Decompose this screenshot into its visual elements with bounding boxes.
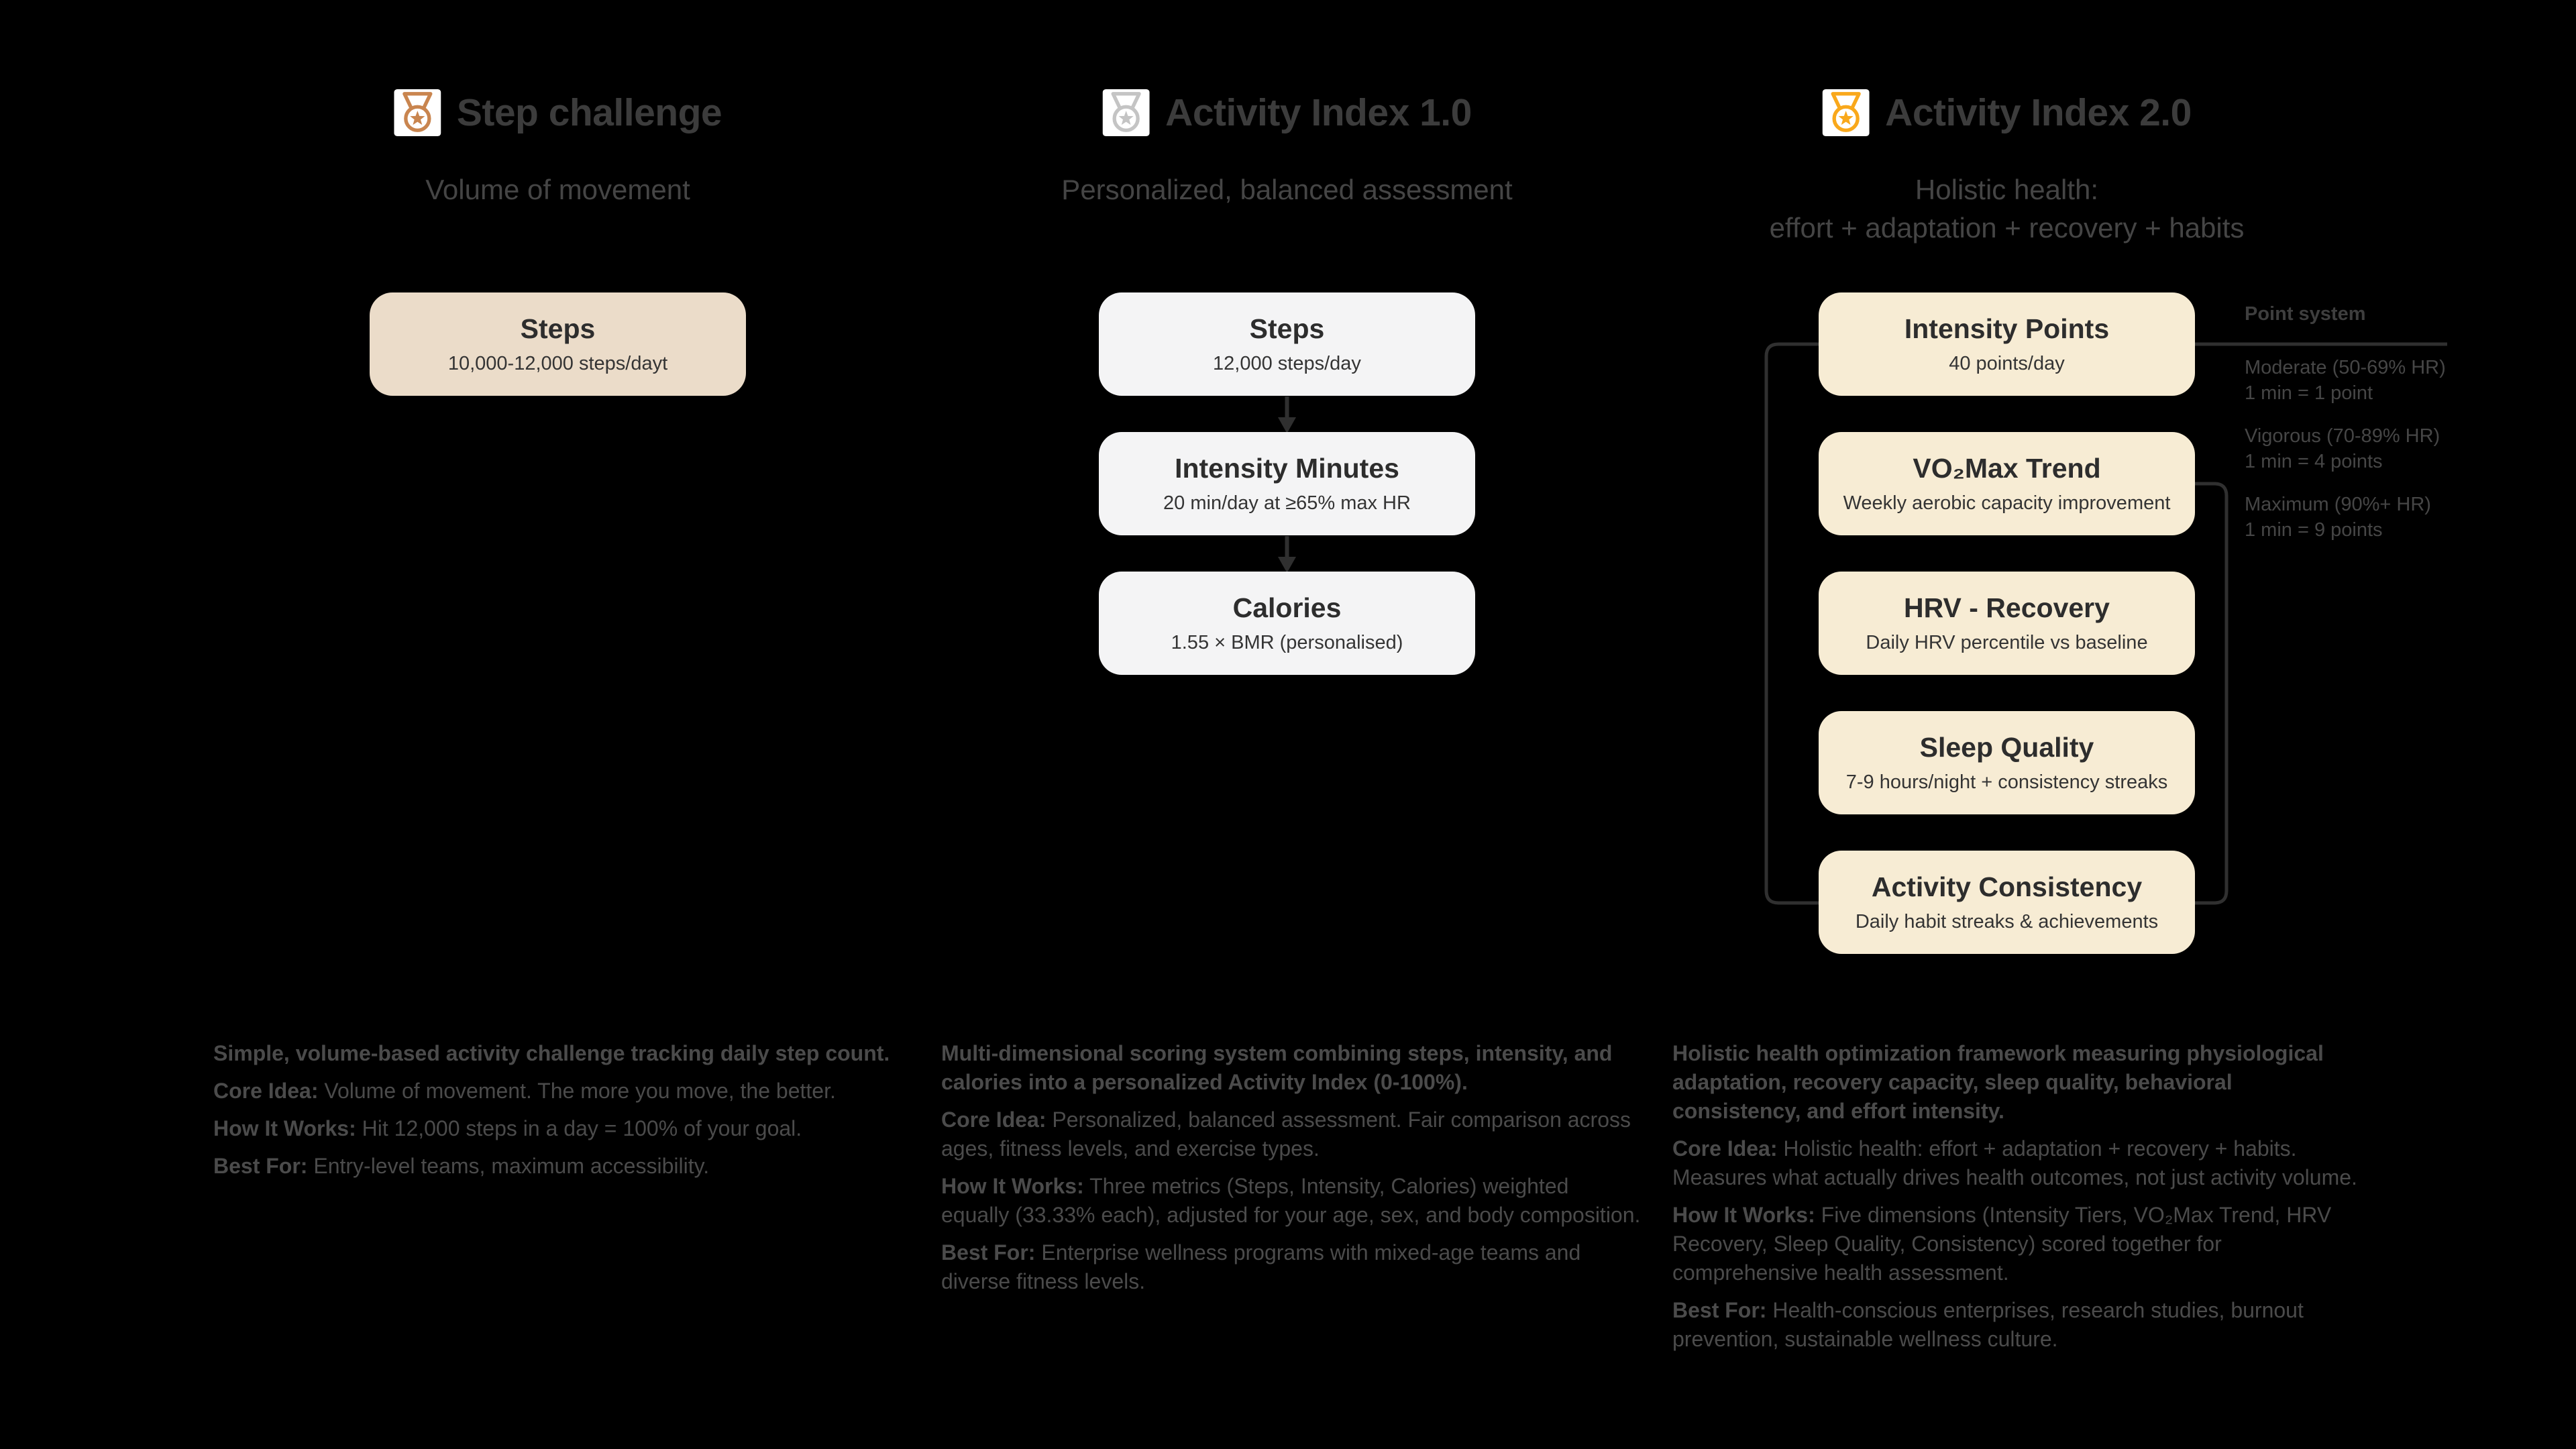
details-label: Best For: bbox=[1672, 1298, 1767, 1322]
details-label: How It Works: bbox=[941, 1174, 1084, 1198]
details-activity-index-2: Holistic health optimization framework m… bbox=[1672, 1039, 2363, 1362]
details-text: Personalized, balanced assessment. Fair … bbox=[941, 1108, 1631, 1161]
details-intro: Holistic health optimization framework m… bbox=[1672, 1041, 2324, 1123]
tier-zone: Moderate (50-69% HR) bbox=[2245, 357, 2446, 378]
column-subtitle: Volume of movement bbox=[425, 170, 690, 209]
details-label: How It Works: bbox=[1672, 1203, 1815, 1227]
details-label: Core Idea: bbox=[213, 1079, 319, 1103]
details-how-it-works: How It Works: Hit 12,000 steps in a day … bbox=[213, 1114, 965, 1143]
tier-zone: Vigorous (70-89% HR) bbox=[2245, 425, 2440, 447]
details-step-challenge: Simple, volume-based activity challenge … bbox=[213, 1039, 965, 1189]
box-intensity-minutes: Intensity Minutes 20 min/day at ≥65% max… bbox=[1099, 432, 1475, 535]
details-best-for: Best For: Entry-level teams, maximum acc… bbox=[213, 1152, 965, 1181]
metric-title: Activity Consistency bbox=[1871, 871, 2143, 902]
point-system-tier: Maximum (90%+ HR) 1 min = 9 points bbox=[2245, 492, 2446, 543]
activity-index-1-header: Activity Index 1.0 bbox=[1102, 89, 1472, 136]
column-title: Step challenge bbox=[456, 91, 722, 134]
silver-medal-icon bbox=[1102, 89, 1150, 136]
metric-subtitle: 10,000-12,000 steps/dayt bbox=[447, 353, 668, 374]
details-label: Best For: bbox=[213, 1154, 308, 1178]
metric-subtitle: Daily habit streaks & achievements bbox=[1855, 911, 2159, 932]
details-how-it-works: How It Works: Five dimensions (Intensity… bbox=[1672, 1201, 2363, 1287]
metric-subtitle: 40 points/day bbox=[1949, 353, 2065, 374]
column-title: Activity Index 2.0 bbox=[1885, 91, 2192, 134]
tier-rate: 1 min = 9 points bbox=[2245, 519, 2383, 541]
box-intensity-points: Intensity Points 40 points/day bbox=[1819, 292, 2195, 396]
column-subtitle: Personalized, balanced assessment bbox=[1061, 170, 1512, 209]
box-hrv-recovery: HRV - Recovery Daily HRV percentile vs b… bbox=[1819, 572, 2195, 675]
point-system: Point system Moderate (50-69% HR) 1 min … bbox=[2245, 303, 2446, 560]
down-arrow-icon bbox=[1278, 536, 1296, 573]
subtitle-line: Personalized, balanced assessment bbox=[1061, 174, 1513, 205]
metric-subtitle: 12,000 steps/day bbox=[1213, 353, 1361, 374]
column-step-challenge: Step challenge Volume of movement Steps … bbox=[370, 0, 746, 1449]
details-text: Hit 12,000 steps in a day = 100% of your… bbox=[362, 1116, 802, 1140]
details-text: Health-conscious enterprises, research s… bbox=[1672, 1298, 2304, 1351]
details-label: Best For: bbox=[941, 1240, 1036, 1265]
details-text: Entry-level teams, maximum accessibility… bbox=[313, 1154, 710, 1178]
box-activity-consistency: Activity Consistency Daily habit streaks… bbox=[1819, 851, 2195, 954]
subtitle-line: Holistic health: bbox=[1915, 174, 2099, 205]
down-arrow-icon bbox=[1278, 396, 1296, 433]
metric-title: HRV - Recovery bbox=[1904, 592, 2110, 623]
tier-rate: 1 min = 4 points bbox=[2245, 451, 2383, 472]
details-label: Core Idea: bbox=[1672, 1136, 1778, 1161]
details-intro: Multi-dimensional scoring system combini… bbox=[941, 1041, 1613, 1094]
metric-subtitle: Daily HRV percentile vs baseline bbox=[1866, 632, 2148, 653]
metric-subtitle: Weekly aerobic capacity improvement bbox=[1843, 492, 2171, 514]
details-core-idea: Core Idea: Volume of movement. The more … bbox=[213, 1077, 965, 1106]
point-system-tier: Vigorous (70-89% HR) 1 min = 4 points bbox=[2245, 423, 2446, 474]
point-system-title: Point system bbox=[2245, 303, 2366, 325]
metric-title: Intensity Minutes bbox=[1175, 453, 1399, 484]
metric-title: VO₂Max Trend bbox=[1913, 453, 2101, 484]
column-subtitle: Holistic health: effort + adaptation + r… bbox=[1770, 170, 2245, 247]
subtitle-line: effort + adaptation + recovery + habits bbox=[1769, 212, 2245, 244]
box-steps: Steps 12,000 steps/day bbox=[1099, 292, 1475, 396]
column-activity-index-2: Activity Index 2.0 Holistic health: effo… bbox=[1770, 0, 2244, 1449]
details-best-for: Best For: Enterprise wellness programs w… bbox=[941, 1238, 1642, 1296]
details-text: Enterprise wellness programs with mixed-… bbox=[941, 1240, 1581, 1293]
tier-rate: 1 min = 1 point bbox=[2245, 382, 2373, 404]
activity-index-2-header: Activity Index 2.0 bbox=[1822, 89, 2192, 136]
box-calories: Calories 1.55 × BMR (personalised) bbox=[1099, 572, 1475, 675]
details-best-for: Best For: Health-conscious enterprises, … bbox=[1672, 1296, 2363, 1354]
metric-title: Sleep Quality bbox=[1919, 732, 2094, 763]
metric-subtitle: 1.55 × BMR (personalised) bbox=[1171, 632, 1403, 653]
details-text: Five dimensions (Intensity Tiers, VO₂Max… bbox=[1672, 1203, 2332, 1285]
tier-zone: Maximum (90%+ HR) bbox=[2245, 494, 2431, 515]
details-label: How It Works: bbox=[213, 1116, 356, 1140]
details-text: Volume of movement. The more you move, t… bbox=[324, 1079, 836, 1103]
details-text: Three metrics (Steps, Intensity, Calorie… bbox=[941, 1174, 1641, 1227]
details-text: Holistic health: effort + adaptation + r… bbox=[1672, 1136, 2357, 1189]
subtitle-line: Volume of movement bbox=[425, 174, 690, 205]
details-core-idea: Core Idea: Personalized, balanced assess… bbox=[941, 1106, 1642, 1163]
box-steps: Steps 10,000-12,000 steps/dayt bbox=[370, 292, 746, 396]
details-core-idea: Core Idea: Holistic health: effort + ada… bbox=[1672, 1134, 2363, 1192]
step-challenge-header: Step challenge bbox=[393, 89, 722, 136]
box-sleep-quality: Sleep Quality 7-9 hours/night + consiste… bbox=[1819, 711, 2195, 814]
details-activity-index-1: Multi-dimensional scoring system combini… bbox=[941, 1039, 1642, 1305]
column-activity-index-1: Activity Index 1.0 Personalized, balance… bbox=[1061, 0, 1513, 1449]
column-title: Activity Index 1.0 bbox=[1165, 91, 1472, 134]
metric-title: Calories bbox=[1232, 592, 1342, 623]
metric-subtitle: 7-9 hours/night + consistency streaks bbox=[1845, 771, 2168, 793]
bronze-medal-icon bbox=[393, 89, 441, 136]
metric-title: Steps bbox=[1249, 313, 1325, 344]
box-vo2max-trend: VO₂Max Trend Weekly aerobic capacity imp… bbox=[1819, 432, 2195, 535]
details-intro: Simple, volume-based activity challenge … bbox=[213, 1041, 890, 1065]
point-system-tier: Moderate (50-69% HR) 1 min = 1 point bbox=[2245, 355, 2446, 406]
metric-title: Steps bbox=[520, 313, 596, 344]
details-label: Core Idea: bbox=[941, 1108, 1046, 1132]
gold-medal-icon bbox=[1822, 89, 1870, 136]
metric-title: Intensity Points bbox=[1904, 313, 2110, 344]
metric-subtitle: 20 min/day at ≥65% max HR bbox=[1163, 492, 1411, 514]
details-how-it-works: How It Works: Three metrics (Steps, Inte… bbox=[941, 1172, 1642, 1230]
